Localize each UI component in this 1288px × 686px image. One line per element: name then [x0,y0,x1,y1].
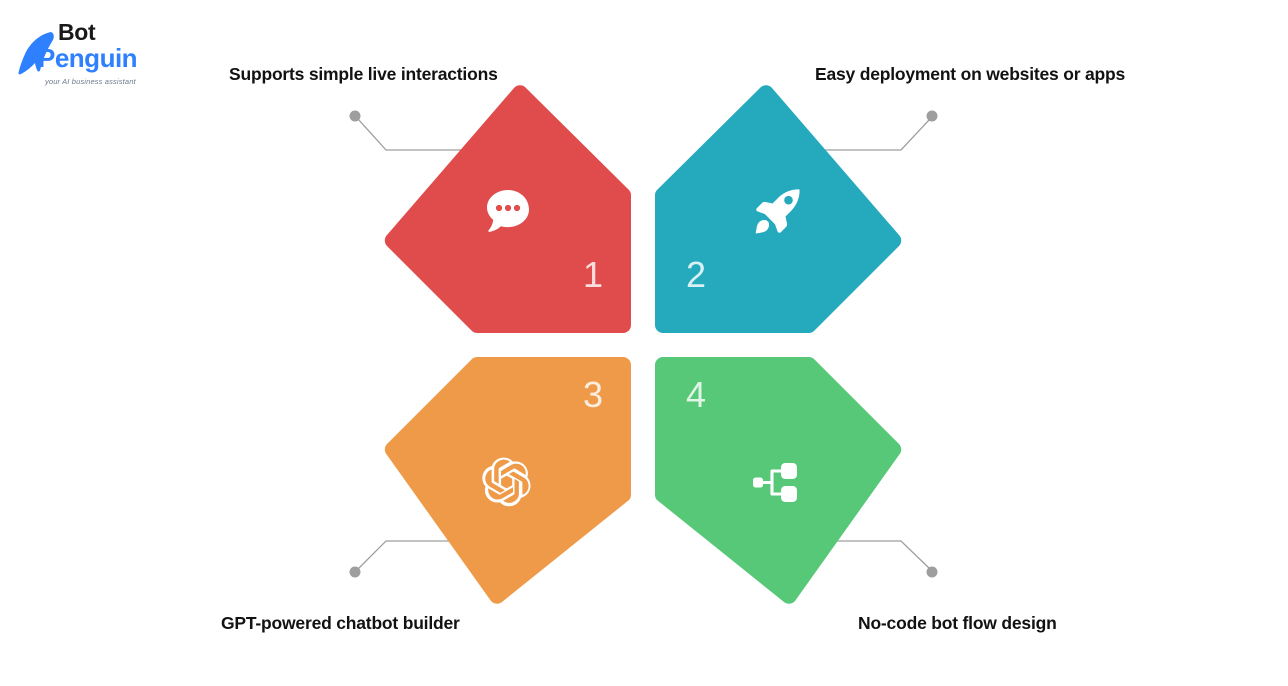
rocket-icon [750,184,806,240]
pentagon-number-2: 2 [686,254,707,295]
openai-logo-icon [480,454,536,510]
pentagon-number-3: 3 [582,374,603,415]
label-item-3: GPT-powered chatbot builder [221,613,460,633]
pentagon-item-4[interactable]: 4 [653,355,903,605]
pentagon-item-3[interactable]: 3 [383,355,633,605]
pentagon-item-2[interactable]: 2 [653,85,903,335]
logo-text-bot: Bot [58,19,96,45]
chat-bubble-dots-icon [480,184,536,240]
connector-dot-2 [926,110,938,122]
logo-tagline: your AI business assistant [45,77,136,86]
logo-wordmark: Bot Penguin [38,19,183,72]
pentagon-number-1: 1 [582,254,603,295]
pentagon-number-4: 4 [686,374,707,415]
connector-dot-3 [349,566,361,578]
botpenguin-logo[interactable]: Bot Penguin your AI business assistant [18,20,183,86]
pentagon-shape-3 [384,356,632,604]
label-item-4: No-code bot flow design [858,613,1057,633]
penguin-icon [18,30,58,78]
pentagon-item-1[interactable]: 1 [383,85,633,335]
pentagon-shape-4 [654,356,902,604]
logo-text-penguin: Penguin [38,43,138,73]
label-item-2: Easy deployment on websites or apps [815,64,1126,84]
connector-dot-4 [926,566,938,578]
connector-dot-1 [349,110,361,122]
label-item-1: Supports simple live interactions [229,64,498,84]
sitemap-flow-icon [750,454,806,510]
